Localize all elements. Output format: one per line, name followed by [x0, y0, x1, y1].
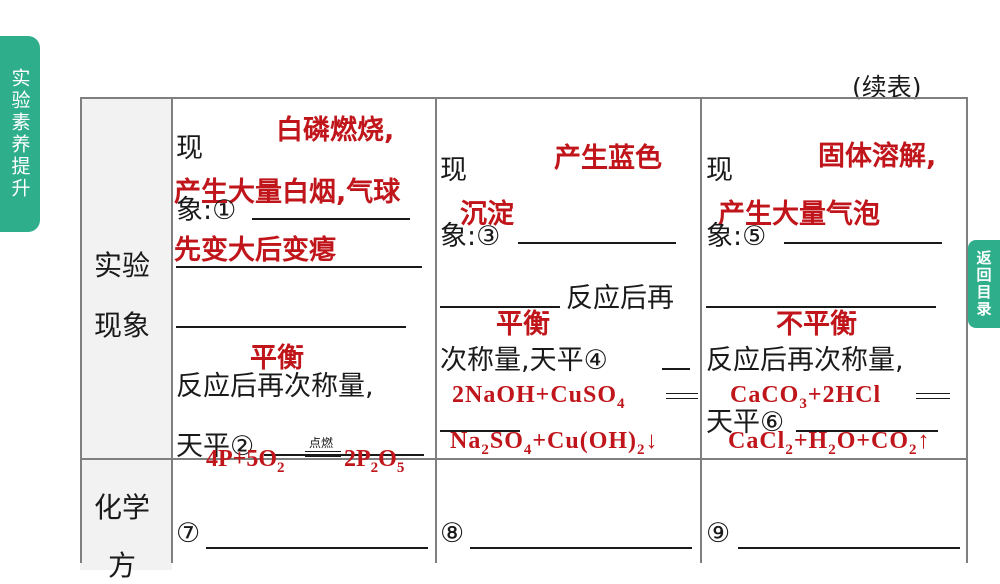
col3-eq2-arrow: ↑ [917, 428, 931, 454]
col3-formula-number: ⑨ [706, 518, 731, 549]
col1-blank-1 [252, 218, 410, 220]
col2-text-xiang: 象:③ [440, 221, 501, 252]
col1-equation-right: 2P2O5 [344, 446, 404, 477]
col2-eq2-so: SO [489, 428, 524, 454]
row-label-phenomenon: 现象 [94, 309, 151, 342]
col2-answer-3a: 产生蓝色 [554, 143, 662, 174]
col1-eq-sub3: 5 [396, 459, 405, 476]
col3-eq2-sub3: 2 [909, 441, 918, 458]
col1-eq-reactants: 4P+5O [206, 446, 278, 472]
row-label-equation: 方 [108, 549, 137, 582]
col2-eq2-sub1: 2 [481, 441, 490, 458]
col3-answer-5a: 固体溶解, [818, 141, 937, 172]
col1-eq-o: O [378, 446, 397, 472]
col3-formula-blank [738, 547, 960, 549]
table-border-left [80, 97, 82, 563]
col2-equation-line2: Na2SO4+Cu(OH)2↓ [450, 428, 659, 459]
col3-blank-1 [784, 242, 942, 244]
col3-equation-line2: CaCl2+H2O+CO2↑ [728, 428, 931, 459]
col2-text-balance: 次称量,天平④ [440, 345, 608, 376]
col3-eq2-oco: O+CO [836, 428, 910, 454]
col1-answer-1a: 白磷燃烧, [276, 115, 395, 146]
table-border-mid [80, 458, 968, 460]
row-label-experiment: 实验 [94, 249, 151, 282]
col1-eq-sign [305, 451, 341, 457]
col3-eq2-h: +H [793, 428, 829, 454]
col2-text-reweigh: 反应后再 [566, 283, 674, 314]
col3-eq1-caco: CaCO [730, 382, 800, 408]
col3-text-balance: 天平⑥ [706, 407, 785, 438]
col3-text-xiang: 象:⑤ [706, 221, 767, 252]
col2-eq2-sub3: 2 [637, 441, 646, 458]
col2-eq-sign [666, 393, 698, 399]
col2-answer-3b: 沉淀 [460, 199, 514, 230]
col3-eq2-cacl: CaCl [728, 428, 786, 454]
col3-text-reweigh: 反应后再次称量, [706, 345, 904, 376]
col1-answer-1c: 先变大后变瘪 [174, 235, 336, 266]
col2-eq2-na: Na [450, 428, 482, 454]
row-label-cell-phenomenon [80, 98, 172, 458]
col2-formula-blank [470, 547, 692, 549]
col1-equation-left: 4P+5O2 [206, 446, 285, 477]
col3-eq2-sub1: 2 [785, 441, 794, 458]
table-col-divider-3 [700, 97, 702, 563]
col1-answer-2: 平衡 [250, 343, 304, 374]
col3-eq1-sub: 3 [799, 395, 808, 412]
col3-equation-line1: CaCO3+2HCl [730, 382, 881, 413]
col1-blank-2 [176, 266, 422, 268]
row-label-cell-formula [80, 460, 172, 570]
col2-answer-4: 平衡 [496, 309, 550, 340]
table-col-divider-1 [171, 97, 173, 563]
col2-blank-3 [662, 368, 690, 370]
col3-answer-5b: 产生大量气泡 [718, 199, 880, 230]
col3-answer-6: 不平衡 [776, 309, 857, 340]
col1-text-xiang: 象:① [176, 195, 237, 226]
col3-blank-2 [706, 306, 936, 308]
col2-text-xian: 现 [440, 155, 467, 186]
col3-eq2-sub2: 2 [828, 441, 837, 458]
col2-eq2-arrow: ↓ [645, 428, 659, 454]
col3-blank-3 [796, 430, 938, 432]
col1-blank-3 [176, 326, 406, 328]
col1-text-reweigh: 反应后再次称量, [176, 371, 374, 402]
side-tab-section[interactable]: 实验素养提升 [0, 36, 40, 232]
col2-blank-1 [518, 242, 676, 244]
table-border-right [966, 97, 968, 563]
col3-eq-sign [916, 393, 950, 399]
col1-eq-sub2: 2 [370, 459, 379, 476]
col3-eq1-hcl: +2HCl [807, 382, 882, 408]
col1-answer-1b: 产生大量白烟,气球 [174, 177, 401, 208]
col1-formula-number: ⑦ [176, 518, 201, 549]
col2-eq2-sub2: 4 [523, 441, 533, 458]
col1-text-balance: 天平② [176, 431, 255, 462]
col1-eq-condition: 点燃 [309, 436, 334, 450]
col3-text-xian: 现 [706, 155, 733, 186]
col2-blank-4 [440, 430, 520, 432]
col1-eq-sub: 2 [277, 459, 285, 476]
col2-blank-2 [440, 306, 560, 308]
col2-formula-number: ⑧ [440, 518, 465, 549]
return-to-contents-button[interactable]: 返回目录 [968, 240, 1000, 328]
col1-eq-product: 2P [344, 446, 371, 472]
col1-formula-blank [206, 547, 428, 549]
col2-eq1-sub: 4 [617, 395, 626, 412]
col1-blank-4 [264, 454, 424, 456]
col2-equation-line1: 2NaOH+CuSO4 [452, 382, 626, 413]
table-col-divider-2 [435, 97, 437, 563]
col1-text-xian: 现 [176, 133, 203, 164]
table-border-top [80, 97, 968, 99]
row-label-chemical: 化学 [94, 491, 151, 524]
col2-eq2-cu: +Cu(OH) [532, 428, 638, 454]
col2-eq1-text: 2NaOH+CuSO [452, 382, 618, 408]
